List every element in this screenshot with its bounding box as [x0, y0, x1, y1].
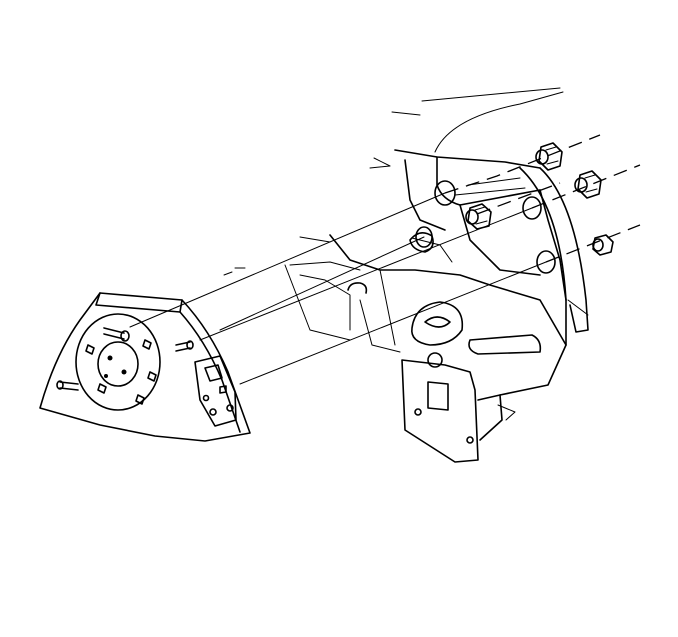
lamp-socket-housing	[75, 313, 161, 411]
side-lamp-socket	[194, 355, 237, 427]
mounting-hole-top	[434, 180, 456, 206]
assembly-alignment-lines	[129, 134, 641, 385]
mounting-hole-middle	[415, 226, 433, 248]
tail-lamp-assembly	[39, 292, 251, 442]
lamp-mounting-studs	[56, 327, 194, 391]
mounting-hole-lower-right	[536, 250, 556, 274]
retaining-nut	[592, 234, 614, 256]
panel-mounting-holes	[415, 180, 556, 274]
retaining-nuts	[465, 142, 614, 256]
retaining-nut	[535, 142, 563, 171]
retaining-nut	[465, 203, 492, 230]
rear-body-panel	[223, 87, 589, 463]
retaining-nut	[574, 170, 602, 199]
mounting-hole-upper-right	[522, 196, 542, 220]
